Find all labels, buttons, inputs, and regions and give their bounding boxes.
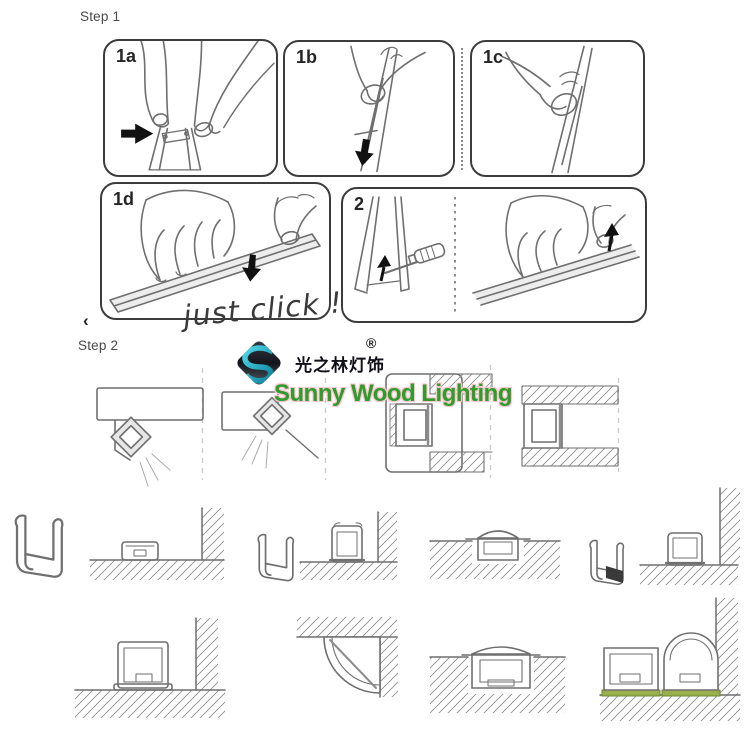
mounting-clip-3d — [257, 533, 295, 582]
illustration-slide-thumb-along-cover — [501, 45, 593, 174]
step2-heading: Step 2 — [78, 338, 119, 353]
panel-2-label: 2 — [354, 194, 365, 214]
panel-1c-label: 1c — [483, 47, 504, 67]
diagram-recessed-floor — [429, 530, 561, 579]
diagram-under-cabinet-corner — [96, 387, 204, 487]
diagram-surface-mount-corner — [639, 487, 740, 585]
arrow-down-icon — [355, 138, 374, 167]
diagram-deep-recessed-profile — [429, 646, 566, 713]
illustration-press-cover-full-length — [109, 189, 321, 313]
diagram-recessed-between-panels — [521, 385, 619, 467]
illustration-press-cover-thumb-down — [350, 45, 426, 173]
illustration-remove-cover-with-screwdriver — [354, 194, 640, 313]
panel-1b: 1b — [283, 40, 455, 177]
mounting-diagrams — [14, 365, 741, 721]
panel-1a: 1a — [103, 39, 278, 177]
mounting-clip-3d-dark — [589, 539, 625, 586]
brand-logo — [235, 339, 283, 387]
panel-1b-label: 1b — [296, 47, 318, 67]
panel-1c: 1c — [470, 40, 645, 177]
diagram-quarter-round-corner — [296, 617, 398, 698]
panel-1d-label: 1d — [113, 189, 135, 209]
diagram-square-and-round-pair — [599, 597, 741, 721]
brand-monogram — [237, 341, 281, 385]
illustration-press-cover-end-clip — [121, 41, 275, 171]
diagram-slim-profile-on-ground — [299, 511, 398, 580]
diagram-corner-45 — [221, 391, 319, 469]
arrow-down-icon — [242, 254, 262, 282]
brand-name-cn: 光之林灯饰 — [295, 356, 385, 375]
brand-name-en: Sunny Wood Lighting — [274, 380, 513, 407]
panel-1a-label: 1a — [116, 46, 137, 66]
step1-heading: Step 1 — [80, 9, 121, 24]
registered-trademark: ® — [366, 335, 377, 351]
panel-divider-dotted — [461, 48, 463, 170]
diagram-recessed-niche — [385, 373, 493, 473]
panel-2: 2 — [341, 187, 647, 323]
diagram-surface-mount-near-wall — [89, 507, 225, 580]
arrow-right-icon — [121, 123, 154, 144]
arrow-up-icon — [604, 223, 619, 252]
diagram-square-profile-near-wall — [74, 617, 226, 718]
back-chevron-icon[interactable]: ‹ — [83, 311, 89, 330]
arrow-up-icon — [377, 255, 391, 282]
mounting-clip-3d — [14, 514, 64, 578]
panel-1d: 1d — [100, 182, 331, 320]
